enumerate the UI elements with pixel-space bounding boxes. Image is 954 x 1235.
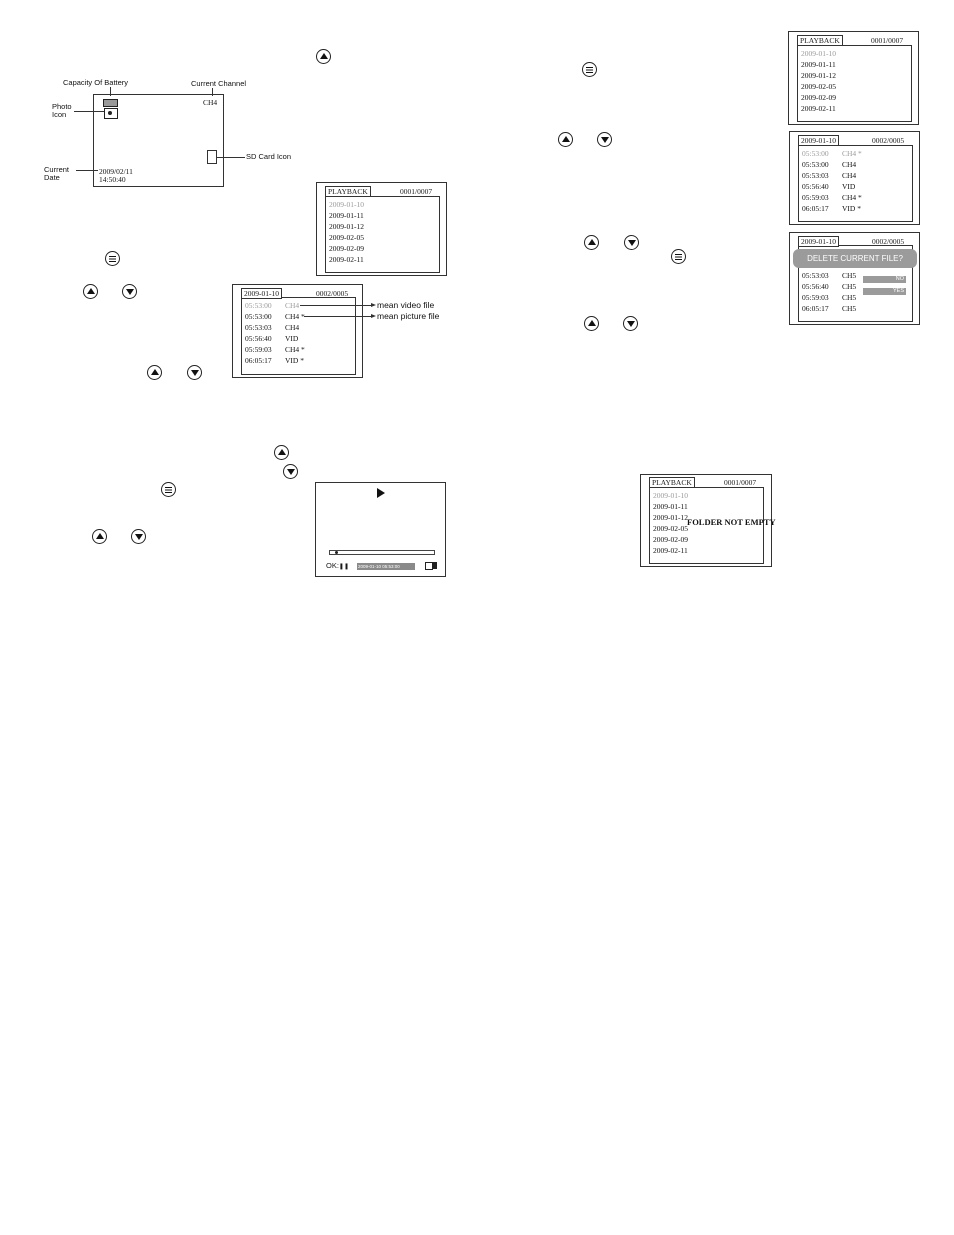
callout-sd-card: SD Card Icon xyxy=(246,152,292,161)
down-button-icon xyxy=(283,464,298,479)
list-item[interactable]: 2009-01-11 xyxy=(801,60,836,69)
photo-icon xyxy=(104,108,118,119)
list-item[interactable]: 2009-02-05 xyxy=(801,82,836,91)
arrow-icon xyxy=(371,303,376,307)
legend-picture: mean picture file xyxy=(377,311,440,321)
file-list-counter: 0002/0005 xyxy=(872,237,905,246)
callout-battery: Capacity Of Battery xyxy=(63,78,129,87)
list-item[interactable]: 2009-02-05 xyxy=(653,524,688,533)
up-button-icon xyxy=(316,49,331,64)
delete-dialog-screen: 2009-01-10 0002/0005 DELETE CURRENT FILE… xyxy=(789,232,920,325)
list-item[interactable]: 2009-02-09 xyxy=(801,93,836,102)
playback-counter: 0001/0007 xyxy=(871,36,904,45)
file-list-counter: 0002/0005 xyxy=(872,136,905,145)
sd-icon xyxy=(433,562,437,569)
right-playback-screen: PLAYBACK 0001/0007 2009-01-10 2009-01-11… xyxy=(788,31,919,125)
list-item[interactable]: 2009-02-05 xyxy=(329,233,364,242)
playback-counter: 0001/0007 xyxy=(724,478,757,487)
current-channel: CH4 xyxy=(203,98,218,107)
up-button-icon xyxy=(584,235,599,250)
callout-photo-2: Icon xyxy=(52,110,67,119)
current-date: 2009/02/11 xyxy=(99,167,133,176)
progress-bar[interactable] xyxy=(329,550,435,555)
list-item[interactable]: 2009-02-09 xyxy=(653,535,688,544)
ok-pause-hint: OK:❚❚ xyxy=(326,561,349,570)
list-item[interactable]: 2009-01-12 xyxy=(329,222,364,231)
up-button-icon xyxy=(147,365,162,380)
folder-dialog-screen: PLAYBACK 0001/0007 2009-01-10 2009-01-11… xyxy=(640,474,776,567)
folder-not-empty-message: FOLDER NOT EMPTY xyxy=(687,517,776,527)
menu-button-icon xyxy=(161,482,176,497)
playback-header: PLAYBACK xyxy=(797,35,843,46)
list-item[interactable]: 2009-01-12 xyxy=(801,71,836,80)
yes-button[interactable]: YES xyxy=(863,288,906,295)
list-item[interactable]: 2009-01-12 xyxy=(653,513,688,522)
list-item[interactable]: 2009-02-11 xyxy=(653,546,688,555)
menu-button-icon xyxy=(671,249,686,264)
menu-button-icon xyxy=(582,62,597,77)
list-item[interactable]: 2009-02-11 xyxy=(801,104,836,113)
down-button-icon xyxy=(624,235,639,250)
camera-live-screen: CH4 2009/02/11 14:50:40 xyxy=(93,94,224,187)
list-item[interactable]: 2009-01-10 xyxy=(329,200,364,209)
playback-counter: 0001/0007 xyxy=(400,187,433,196)
down-button-icon xyxy=(187,365,202,380)
player-timestamp: 2009-01-10 05:53:00 xyxy=(357,563,415,570)
file-list-counter: 0002/0005 xyxy=(316,289,349,298)
down-button-icon xyxy=(131,529,146,544)
up-button-icon xyxy=(92,529,107,544)
playback-header: PLAYBACK xyxy=(325,186,371,197)
channel-icon xyxy=(425,562,433,570)
down-button-icon xyxy=(623,316,638,331)
file-list-header: 2009-01-10 xyxy=(798,135,839,146)
play-icon xyxy=(377,488,385,498)
callout-photo-1: Photo xyxy=(52,102,72,111)
legend-video: mean video file xyxy=(377,300,435,310)
menu-button-icon xyxy=(105,251,120,266)
file-list-header: 2009-01-10 xyxy=(798,236,839,247)
callout-date-1: Current xyxy=(44,165,70,174)
up-button-icon xyxy=(558,132,573,147)
delete-prompt: DELETE CURRENT FILE? xyxy=(793,249,917,268)
down-button-icon xyxy=(597,132,612,147)
callout-date-2: Date xyxy=(44,173,60,182)
playback-header: PLAYBACK xyxy=(649,477,695,488)
no-button[interactable]: NO xyxy=(863,276,906,283)
list-item[interactable]: 2009-02-11 xyxy=(329,255,364,264)
up-button-icon xyxy=(274,445,289,460)
up-button-icon xyxy=(83,284,98,299)
battery-icon xyxy=(103,99,118,107)
list-item[interactable]: 2009-01-11 xyxy=(653,502,688,511)
file-list-header: 2009-01-10 xyxy=(241,288,282,299)
list-item[interactable]: 2009-02-09 xyxy=(329,244,364,253)
video-player-screen: OK:❚❚ 2009-01-10 05:53:00 xyxy=(315,482,446,577)
playback-list-screen: PLAYBACK 0001/0007 2009-01-10 2009-01-11… xyxy=(316,182,447,276)
callout-channel: Current Channel xyxy=(191,79,247,88)
list-item[interactable]: 2009-01-10 xyxy=(801,49,836,58)
list-item[interactable]: 2009-01-10 xyxy=(653,491,688,500)
up-button-icon xyxy=(584,316,599,331)
current-time: 14:50:40 xyxy=(99,175,126,184)
down-button-icon xyxy=(122,284,137,299)
list-item[interactable]: 2009-01-11 xyxy=(329,211,364,220)
arrow-icon xyxy=(371,314,376,318)
